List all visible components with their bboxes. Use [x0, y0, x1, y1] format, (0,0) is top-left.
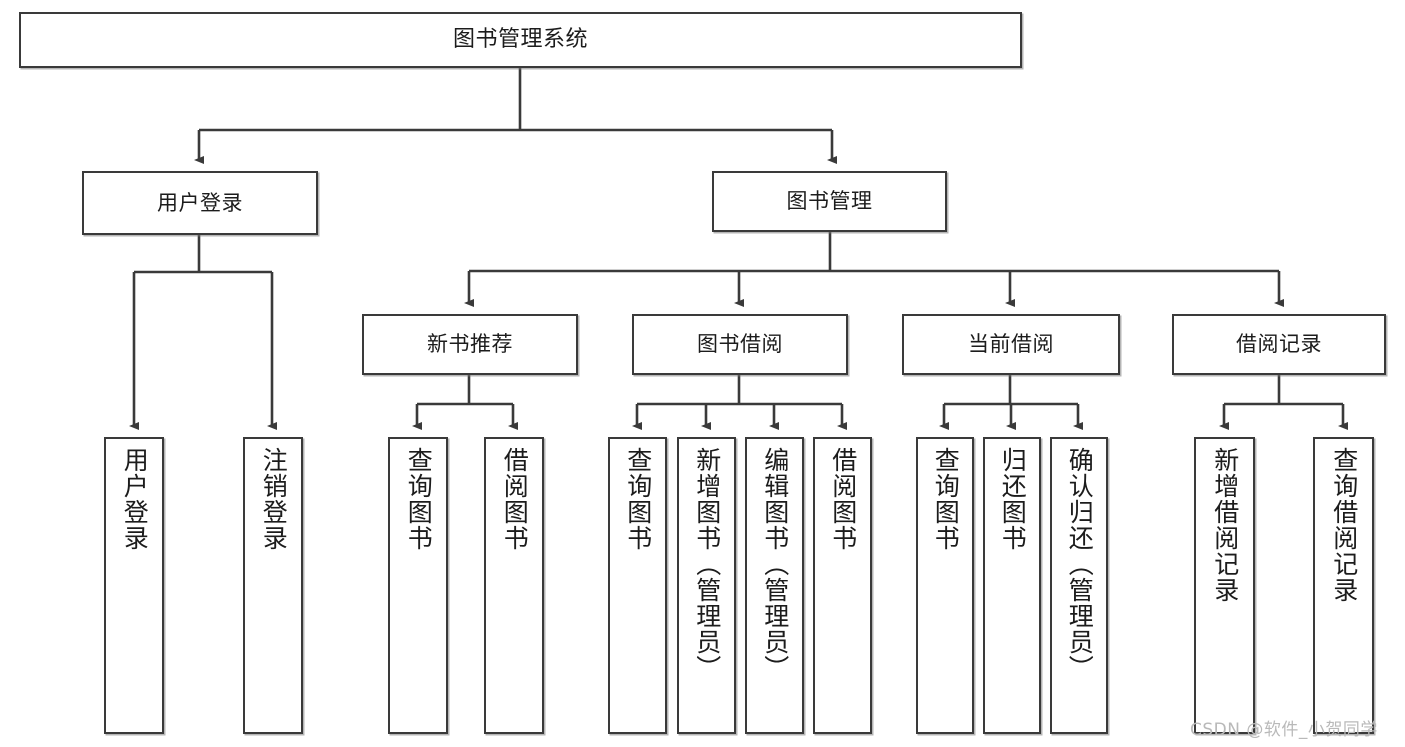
leaf-query-record[interactable]: 查询借阅记录 — [1313, 437, 1374, 734]
node-user-login-label: 用户登录 — [157, 190, 243, 215]
leaf-query-book-1[interactable]: 查询图书 — [388, 437, 448, 734]
leaf-add-record-label: 新增借阅记录 — [1210, 447, 1240, 603]
node-book-manage-label: 图书管理 — [786, 189, 873, 214]
leaf-query-book-2-label: 查询图书 — [623, 447, 653, 551]
leaf-user-login-label: 用户登录 — [120, 447, 150, 551]
leaf-edit-book-label: 编辑图书（管理员） — [760, 447, 790, 681]
leaf-query-book-1-label: 查询图书 — [404, 447, 434, 551]
leaf-logout[interactable]: 注销登录 — [243, 437, 303, 734]
leaf-add-book-label: 新增图书（管理员） — [692, 447, 722, 681]
leaf-query-book-3[interactable]: 查询图书 — [916, 437, 974, 734]
leaf-user-login[interactable]: 用户登录 — [104, 437, 164, 734]
node-root-label: 图书管理系统 — [452, 27, 588, 53]
leaf-return-book[interactable]: 归还图书 — [983, 437, 1041, 734]
leaf-query-record-label: 查询借阅记录 — [1329, 447, 1359, 603]
leaf-return-book-label: 归还图书 — [998, 447, 1028, 551]
leaf-add-book[interactable]: 新增图书（管理员） — [677, 437, 736, 734]
leaf-borrow-book-2[interactable]: 借阅图书 — [813, 437, 872, 734]
leaf-query-book-3-label: 查询图书 — [931, 447, 961, 551]
node-borrow-record-label: 借阅记录 — [1236, 332, 1322, 357]
node-borrow-record[interactable]: 借阅记录 — [1172, 314, 1386, 375]
node-current-borrow-label: 当前借阅 — [968, 332, 1054, 357]
leaf-confirm-return[interactable]: 确认归还（管理员） — [1050, 437, 1108, 734]
leaf-logout-label: 注销登录 — [259, 447, 289, 551]
node-book-borrow[interactable]: 图书借阅 — [632, 314, 848, 375]
leaf-add-record[interactable]: 新增借阅记录 — [1194, 437, 1255, 734]
leaf-confirm-return-label: 确认归还（管理员） — [1065, 447, 1095, 681]
node-new-book-rec-label: 新书推荐 — [427, 332, 513, 357]
node-new-book-rec[interactable]: 新书推荐 — [362, 314, 578, 375]
leaf-borrow-book-1-label: 借阅图书 — [500, 447, 530, 551]
leaf-borrow-book-1[interactable]: 借阅图书 — [484, 437, 544, 734]
watermark: CSDN @软件_小贺同学 — [1190, 720, 1378, 740]
leaf-borrow-book-2-label: 借阅图书 — [828, 447, 858, 551]
node-root[interactable]: 图书管理系统 — [19, 12, 1022, 68]
node-current-borrow[interactable]: 当前借阅 — [902, 314, 1120, 375]
node-book-manage[interactable]: 图书管理 — [712, 171, 947, 232]
leaf-query-book-2[interactable]: 查询图书 — [608, 437, 667, 734]
leaf-edit-book[interactable]: 编辑图书（管理员） — [745, 437, 804, 734]
node-user-login[interactable]: 用户登录 — [82, 171, 318, 235]
node-book-borrow-label: 图书借阅 — [697, 332, 783, 357]
